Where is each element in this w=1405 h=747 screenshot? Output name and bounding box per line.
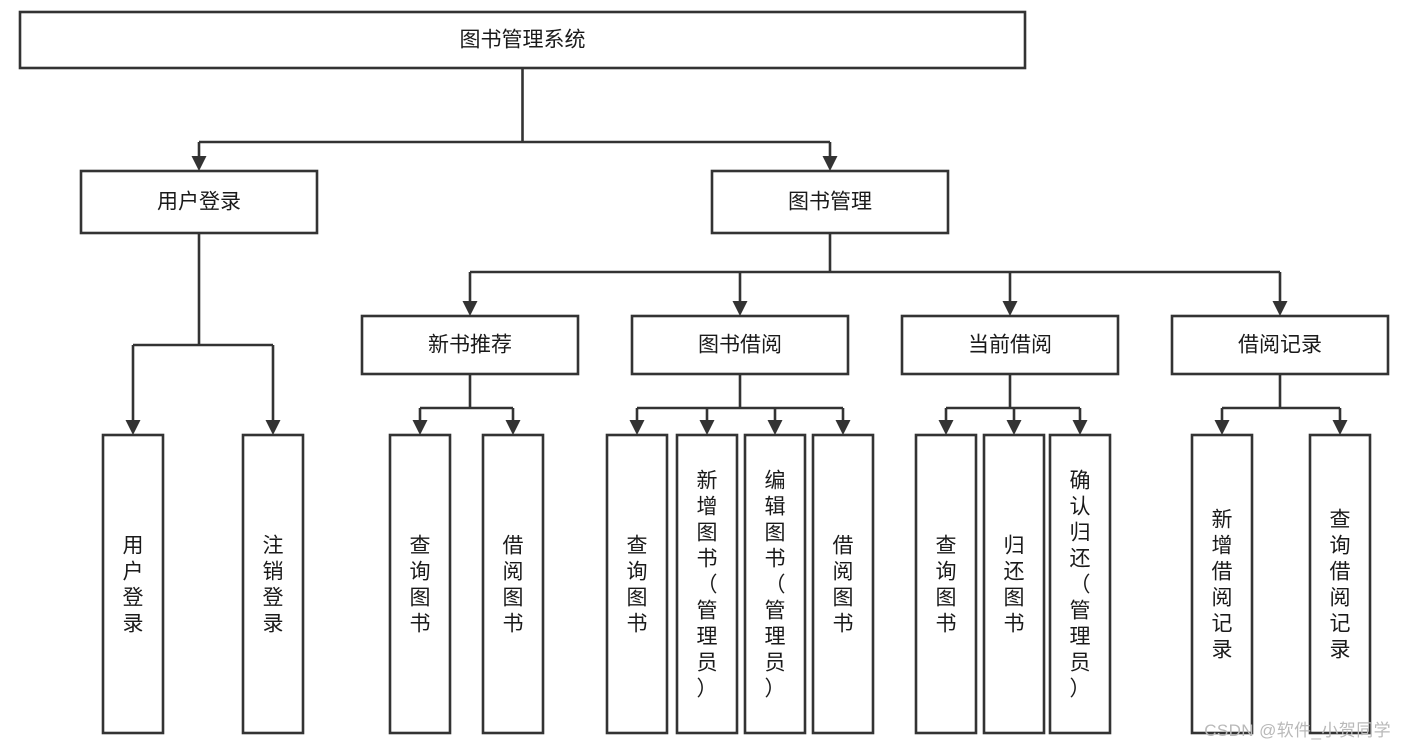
node-box-borrow-query-book <box>605 433 669 735</box>
node-label-user-login-leaf: 用户登录 <box>123 534 144 635</box>
watermark-text: CSDN @软件_小贺同学 <box>1204 721 1391 740</box>
node-box-records-add-record <box>1190 433 1254 735</box>
node-box-user-login <box>79 169 319 235</box>
borrow-records-arrowhead-0 <box>1214 420 1230 435</box>
connectors-layer <box>125 68 1348 435</box>
node-box-current-borrow <box>900 314 1120 376</box>
book-borrow-arrowhead-3 <box>835 420 851 435</box>
node-box-current-return-book <box>982 433 1046 735</box>
user-login-arrowhead-1 <box>265 420 281 435</box>
node-label-user-logout-leaf: 注销登录 <box>263 534 284 635</box>
book-management-arrowhead-1 <box>732 301 748 316</box>
book-management-arrowhead-0 <box>462 301 478 316</box>
root-arrowhead-1 <box>822 156 838 171</box>
node-box-book-management <box>710 169 950 235</box>
node-label-recommend-query-book: 查询图书 <box>410 534 431 635</box>
node-current-confirm-return[interactable]: 确认归还（管理员） <box>1048 433 1112 735</box>
book-management-arrowhead-3 <box>1272 301 1288 316</box>
new-book-recommend-arrowhead-0 <box>412 420 428 435</box>
node-label-borrow-add-book: 新增图书（管理员） <box>697 469 718 700</box>
node-label-new-book-recommend: 新书推荐 <box>428 334 512 357</box>
node-label-current-borrow: 当前借阅 <box>968 334 1052 357</box>
node-records-add-record[interactable]: 新增借阅记录 <box>1190 433 1254 735</box>
node-label-records-add-record: 新增借阅记录 <box>1212 508 1233 661</box>
node-box-records-query-record <box>1308 433 1372 735</box>
node-label-book-management: 图书管理 <box>788 191 872 214</box>
node-borrow-add-book[interactable]: 新增图书（管理员） <box>675 433 739 735</box>
node-user-logout-leaf[interactable]: 注销登录 <box>241 433 305 735</box>
nodes-layer: 图书管理系统用户登录用户登录注销登录图书管理新书推荐查询图书借阅图书图书借阅查询… <box>18 10 1390 735</box>
node-current-query-book[interactable]: 查询图书 <box>914 433 978 735</box>
node-label-recommend-borrow-book: 借阅图书 <box>503 534 524 635</box>
node-recommend-query-book[interactable]: 查询图书 <box>388 433 452 735</box>
node-label-borrow-query-book: 查询图书 <box>627 534 648 635</box>
node-box-current-confirm-return <box>1048 433 1112 735</box>
node-box-root <box>18 10 1027 70</box>
node-records-query-record[interactable]: 查询借阅记录 <box>1308 433 1372 735</box>
node-box-user-logout-leaf <box>241 433 305 735</box>
node-book-management[interactable]: 图书管理 <box>710 169 950 235</box>
node-label-borrow-edit-book: 编辑图书（管理员） <box>765 469 786 700</box>
node-current-return-book[interactable]: 归还图书 <box>982 433 1046 735</box>
current-borrow-arrowhead-0 <box>938 420 954 435</box>
node-box-new-book-recommend <box>360 314 580 376</box>
node-book-borrow[interactable]: 图书借阅 <box>630 314 850 376</box>
node-borrow-query-book[interactable]: 查询图书 <box>605 433 669 735</box>
node-label-borrow-borrow-book: 借阅图书 <box>833 534 854 635</box>
book-borrow-arrowhead-1 <box>699 420 715 435</box>
node-new-book-recommend[interactable]: 新书推荐 <box>360 314 580 376</box>
node-user-login-leaf[interactable]: 用户登录 <box>101 433 165 735</box>
node-box-borrow-add-book <box>675 433 739 735</box>
node-label-current-return-book: 归还图书 <box>1004 534 1025 635</box>
root-arrowhead-0 <box>191 156 207 171</box>
node-label-book-borrow: 图书借阅 <box>698 334 782 357</box>
node-label-current-query-book: 查询图书 <box>936 534 957 635</box>
node-box-book-borrow <box>630 314 850 376</box>
node-box-current-query-book <box>914 433 978 735</box>
node-current-borrow[interactable]: 当前借阅 <box>900 314 1120 376</box>
node-label-records-query-record: 查询借阅记录 <box>1330 508 1351 661</box>
node-label-user-login: 用户登录 <box>157 191 241 214</box>
node-borrow-edit-book[interactable]: 编辑图书（管理员） <box>743 433 807 735</box>
book-management-arrowhead-2 <box>1002 301 1018 316</box>
node-recommend-borrow-book[interactable]: 借阅图书 <box>481 433 545 735</box>
current-borrow-arrowhead-2 <box>1072 420 1088 435</box>
node-box-recommend-borrow-book <box>481 433 545 735</box>
node-box-user-login-leaf <box>101 433 165 735</box>
node-box-recommend-query-book <box>388 433 452 735</box>
current-borrow-arrowhead-1 <box>1006 420 1022 435</box>
book-borrow-arrowhead-0 <box>629 420 645 435</box>
node-root[interactable]: 图书管理系统 <box>18 10 1027 70</box>
node-box-borrow-records <box>1170 314 1390 376</box>
node-borrow-records[interactable]: 借阅记录 <box>1170 314 1390 376</box>
node-user-login[interactable]: 用户登录 <box>79 169 319 235</box>
node-box-borrow-borrow-book <box>811 433 875 735</box>
borrow-records-arrowhead-1 <box>1332 420 1348 435</box>
node-box-borrow-edit-book <box>743 433 807 735</box>
node-borrow-borrow-book[interactable]: 借阅图书 <box>811 433 875 735</box>
user-login-arrowhead-0 <box>125 420 141 435</box>
node-label-current-confirm-return: 确认归还（管理员） <box>1070 469 1091 700</box>
node-label-borrow-records: 借阅记录 <box>1238 334 1322 357</box>
book-borrow-arrowhead-2 <box>767 420 783 435</box>
node-label-root: 图书管理系统 <box>460 29 586 52</box>
new-book-recommend-arrowhead-1 <box>505 420 521 435</box>
